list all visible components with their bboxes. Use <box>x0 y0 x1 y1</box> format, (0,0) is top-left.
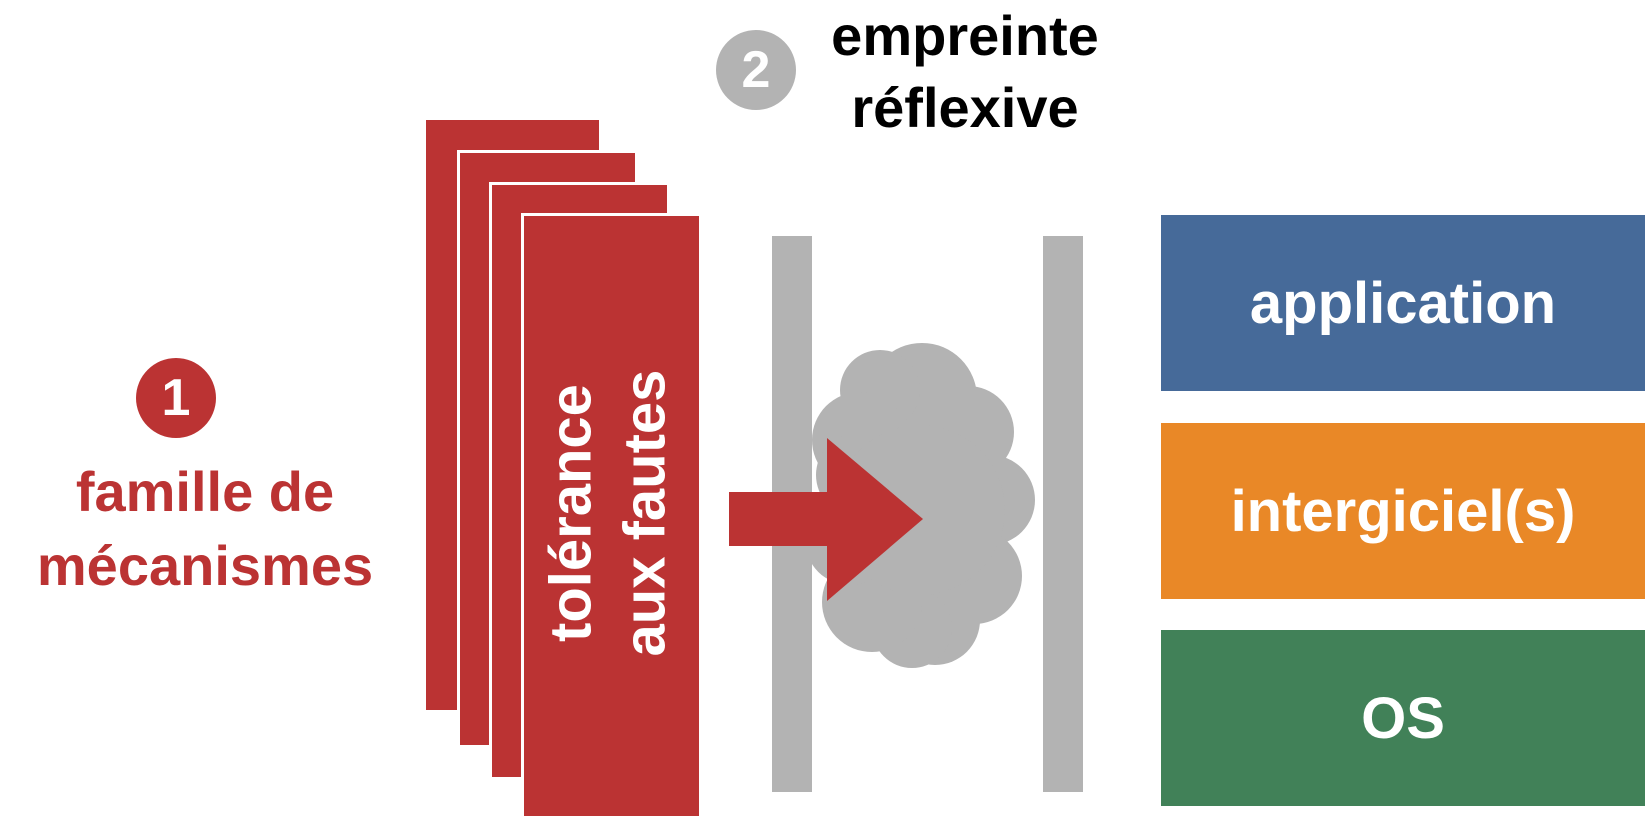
mechanism-card-front <box>521 213 699 816</box>
layer-os: OS <box>1161 630 1645 806</box>
step-2-label: empreinte réflexive <box>800 0 1130 144</box>
layer-application-label: application <box>1249 270 1557 336</box>
step-2-label-line2: réflexive <box>851 76 1079 139</box>
step-1-badge: 1 <box>136 358 216 438</box>
step-1-number: 1 <box>161 369 191 427</box>
step-2-label-line1: empreinte <box>831 4 1099 67</box>
reflective-boundary-right <box>1043 236 1083 792</box>
layer-os-label: OS <box>1361 685 1445 751</box>
arrow-icon <box>729 438 923 601</box>
layer-middleware-label: intergiciel(s) <box>1230 478 1576 544</box>
step-1-label: famille de mécanismes <box>0 455 410 603</box>
step-2-badge: 2 <box>716 30 796 110</box>
layer-middleware: intergiciel(s) <box>1161 423 1645 599</box>
layer-application: application <box>1161 215 1645 391</box>
step-1-label-line1: famille de <box>75 460 335 523</box>
step-2-number: 2 <box>741 41 771 99</box>
step-1-label-line2: mécanismes <box>36 534 374 597</box>
